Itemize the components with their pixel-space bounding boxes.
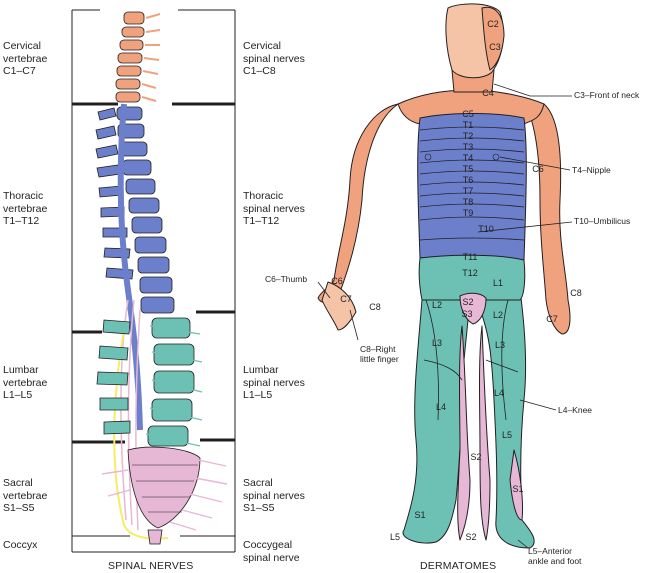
label-thoracic-vertebrae: Thoracic vertebrae T1–T12: [3, 190, 48, 227]
nipple-right-mark: [492, 153, 500, 161]
cervical-vertebrae-bones: [115, 11, 145, 103]
s2-left-leg-zone: [457, 325, 471, 541]
label-lumbar-nerves: Lumbar spinal nerves L1–L5: [243, 364, 305, 401]
zone-c7-hand: C7: [340, 294, 352, 304]
thoracic-vertebrae-bones: [116, 106, 175, 314]
zone-s2-left-leg: S2: [470, 452, 481, 462]
zone-l4-left: L4: [436, 402, 446, 412]
label-sacral-vertebrae: Sacral vertebrae S1–S5: [3, 477, 48, 514]
s2-right-leg-zone: [479, 325, 491, 541]
spine-region-frame: [71, 9, 236, 553]
zone-t7: T7: [463, 186, 474, 196]
label-sacral-nerves: Sacral spinal nerves S1–S5: [243, 477, 305, 514]
zone-c8-hand: C8: [369, 302, 381, 312]
zone-l2-right: L2: [493, 310, 503, 320]
zone-l5-right: L5: [502, 430, 512, 440]
coccyx-bone: [147, 529, 163, 545]
label-thoracic-nerves: Thoracic spinal nerves T1–T12: [243, 190, 305, 227]
callout-umbilicus: T10–Umbilicus: [574, 216, 631, 226]
label-cervical-vertebrae: Cervical vertebrae C1–C7: [3, 40, 48, 77]
zone-c6-hand: C6: [331, 276, 343, 286]
sacral-nerve-roots: [101, 459, 228, 531]
leg-band-lines: [423, 299, 519, 421]
zone-t8: T8: [463, 197, 474, 207]
callout-thumb: C6–Thumb: [265, 274, 308, 284]
lumbar-nerve-roots: [145, 325, 203, 447]
callout-knee: L4–Knee: [558, 405, 593, 415]
dermatome-labels: C2 C3 C4 C5 T1 T2 T3 T4 T5 T6 T7 T8 T9 T…: [331, 19, 582, 542]
zone-s2-center: S2: [462, 297, 473, 307]
label-lumbar-vertebrae: Lumbar vertebrae L1–L5: [3, 364, 48, 401]
zone-s3: S3: [461, 309, 472, 319]
lumbar-spinous-processes: [96, 319, 131, 435]
torso-lumbar: [418, 254, 526, 301]
callout-little-finger: C8–Right little finger: [360, 344, 399, 364]
nipple-left-mark: [424, 153, 432, 161]
zone-t6: T6: [463, 175, 474, 185]
zone-t2: T2: [463, 131, 474, 141]
zone-c3: C3: [489, 42, 501, 52]
zone-l1: L1: [493, 278, 503, 288]
label-cervical-nerves: Cervical spinal nerves C1–C8: [243, 40, 305, 77]
zone-c6-right-arm: C6: [532, 164, 544, 174]
zone-c5: C5: [462, 109, 474, 119]
cervical-nerve-roots: [141, 13, 161, 102]
zone-s1-foot: S1: [414, 510, 425, 520]
arm-left: [317, 103, 399, 303]
zone-t5: T5: [463, 164, 474, 174]
zone-t3: T3: [463, 142, 474, 152]
label-coccyx: Coccyx: [3, 539, 38, 551]
c2-c3-face-region: [481, 6, 505, 71]
zone-t11: T11: [463, 252, 478, 262]
zone-c2: C2: [487, 19, 499, 29]
zone-l2-left: L2: [432, 300, 442, 310]
caption-dermatomes: DERMATOMES: [420, 560, 497, 572]
zone-t12: T12: [462, 268, 478, 278]
caption-spinal-nerves: SPINAL NERVES: [108, 560, 194, 572]
callout-ankle-foot: L5–Anterior ankle and foot: [528, 546, 582, 566]
zone-t10: T10: [478, 224, 494, 234]
zone-s1-right: S1: [512, 484, 523, 494]
zone-l3-right: L3: [495, 340, 505, 350]
zone-c4: C4: [482, 88, 494, 98]
callout-nipple: T4–Nipple: [572, 165, 611, 175]
callout-front-of-neck: C3–Front of neck: [574, 90, 640, 100]
zone-l4-right: L4: [494, 388, 504, 398]
label-coccygeal-nerve: Coccygeal spinal nerve: [243, 539, 300, 564]
sacral-vertebra-lines: [132, 464, 198, 513]
sacral-perineal-zone: [459, 292, 487, 325]
arm-right: [527, 103, 571, 335]
zone-c7-left-hand: C7: [546, 314, 558, 324]
s1-right-leg-zone: [509, 449, 523, 521]
thoracic-band-lines: [419, 126, 525, 241]
zone-t9: T9: [463, 208, 474, 218]
zone-l3-left: L3: [432, 338, 442, 348]
sacrum: [127, 446, 201, 529]
zone-l5-foot: L5: [390, 532, 400, 542]
callout-leaders: [317, 83, 573, 549]
zone-t1: T1: [463, 120, 474, 130]
zone-c8-left-hand: C8: [570, 288, 582, 298]
hand-left: [321, 281, 357, 331]
zone-s2-foot: S2: [465, 532, 476, 542]
zone-t4: T4: [463, 153, 474, 163]
